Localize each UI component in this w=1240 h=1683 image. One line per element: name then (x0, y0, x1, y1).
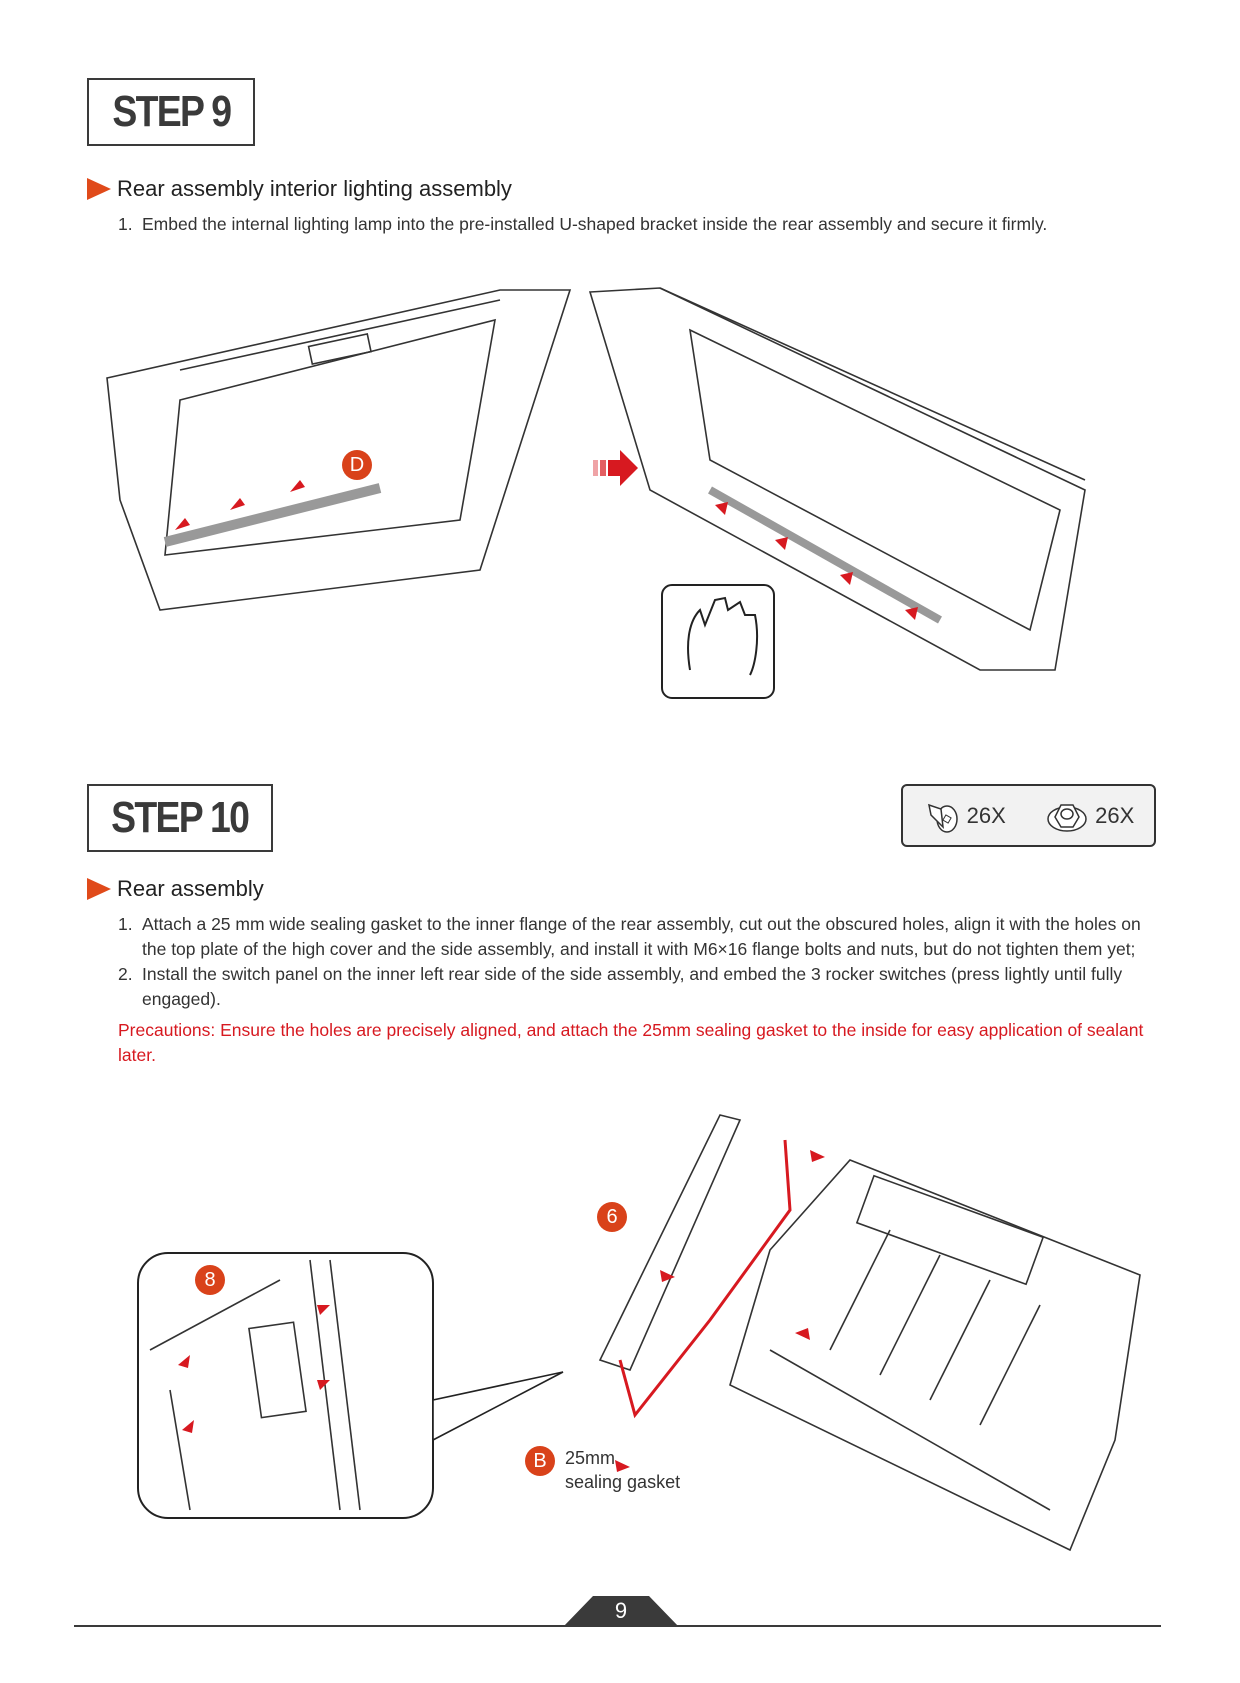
callout-d: D (342, 450, 372, 480)
step-9-illustration (106, 287, 1086, 699)
callout-b: B (525, 1446, 555, 1476)
parts-box: 26X 26X (901, 784, 1156, 847)
gasket-name: sealing gasket (565, 1472, 681, 1492)
callout-8: 8 (195, 1265, 225, 1295)
heading-text: Rear assembly (117, 876, 264, 901)
step-10-title: STEP 10 (87, 784, 273, 852)
page-tab (563, 1596, 679, 1627)
callout-6: 6 (597, 1202, 627, 1232)
parts-item: 26X (923, 797, 1006, 835)
precaution-note: Precautions: Ensure the holes are precis… (118, 1020, 1144, 1065)
arrow-bullet-icon (87, 878, 111, 900)
arrow-bullet-icon (87, 178, 111, 200)
flange-nut-icon (1047, 803, 1087, 832)
step-10-item: 1.Attach a 25 mm wide sealing gasket to … (118, 914, 1141, 959)
step-10-illustration (137, 1114, 1141, 1552)
step-10-item: 2.Install the switch panel on the inner … (118, 964, 1123, 1009)
step-9-title: STEP 9 (87, 78, 255, 146)
page-number: 9 (614, 1598, 628, 1623)
heading-text: Rear assembly interior lighting assembly (117, 176, 512, 201)
next-arrow-icon (593, 450, 638, 486)
gasket-size: 25mm (565, 1448, 616, 1468)
step-10-heading: Rear assembly (87, 876, 264, 902)
step-9-item: 1.Embed the internal lighting lamp into … (118, 214, 1048, 234)
flange-bolt-icon (927, 803, 958, 833)
press-hand-icon (661, 584, 775, 699)
step-10-instructions: 1.Attach a 25 mm wide sealing gasket to … (118, 912, 1158, 1068)
step-9-heading: Rear assembly interior lighting assembly (87, 176, 512, 202)
gasket-label: B 25mm sealing gasket (525, 1446, 680, 1494)
parts-item: 26X (1045, 797, 1134, 835)
